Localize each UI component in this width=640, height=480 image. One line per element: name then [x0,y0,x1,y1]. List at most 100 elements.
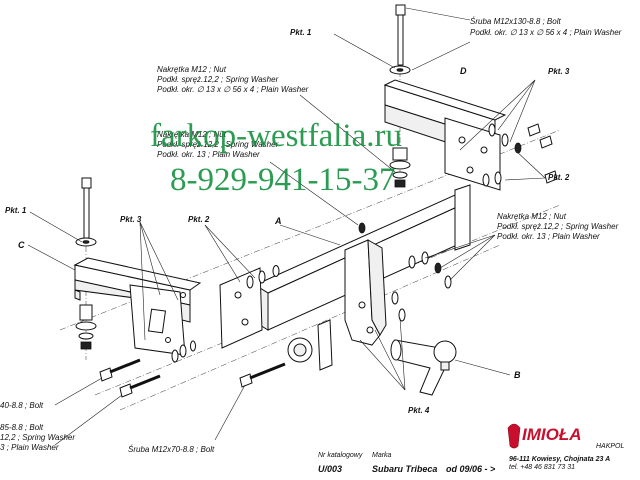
leader-line [509,79,536,143]
catalog-number: U/003 [318,464,342,474]
tow-ball-end [390,339,402,361]
leader-line [514,149,546,179]
spec-bolt-bottom: Śruba M12x70-8.8 ; Bolt [128,445,215,454]
socket-center [293,343,307,357]
spec-nut-upper-line3: Podkł. okr. ∅ 13 x ∅ 56 x 4 ; Plain Wash… [157,85,309,94]
bracket-d-plate [444,117,501,191]
crossbar-right-plate [454,184,471,251]
fasteners-upper-axis [246,123,558,322]
crossbar-a [219,184,471,349]
washer [171,349,179,363]
bracket-c-hole [180,292,186,298]
washer [501,133,509,147]
bolt-head [119,383,133,398]
bracket-c-edge [73,257,202,291]
callout-pkt2-right: Pkt. 2 [548,173,570,182]
spec-bolt-left-2-line3: 3 ; Plain Washer [0,443,59,452]
bracket-c-slot [147,308,167,334]
leader-line [399,317,406,391]
washer [398,308,406,322]
leader-line [269,161,359,226]
part-letter-d: D [460,66,467,76]
spec-bolt-left-2-line1: 85-8.8 ; Bolt [0,423,44,432]
tow-ball-b [390,339,457,396]
spec-nut-upper-line1: Nakrętka M12 ; Nut [157,65,227,74]
washer-hole [396,68,404,72]
leader-line [214,384,246,441]
callout-pkt3-right: Pkt. 3 [548,67,570,76]
leader-line [497,79,536,131]
spec-bolt-left-1: 40-8.8 ; Bolt [0,401,44,410]
leader-line [139,221,161,296]
bolt-head [527,123,541,137]
callout-pkt4: Pkt. 4 [408,406,430,415]
leader-lines [27,7,546,446]
bracket-c-tab [74,289,81,301]
leader-line [459,79,536,151]
callout-pkt1-top: Pkt. 1 [290,28,312,37]
leader-line [139,221,179,301]
leader-line [359,339,406,391]
spacer-sleeve [392,147,408,161]
nut [394,179,406,188]
make-label: Marka [372,452,392,459]
spring-washer [78,332,94,340]
drop-bracket-hole [358,301,366,309]
socket-plate [317,319,333,371]
brand-phone: tel. +48 46 831 73 31 [509,464,575,471]
leader-line [333,33,396,69]
bracket-d-edge [383,79,507,121]
nut [190,340,196,352]
drop-bracket-side [367,239,387,337]
washer [246,275,254,289]
leader-line [374,329,406,391]
leader-line [54,377,103,406]
washer [272,265,280,277]
washer [482,173,490,187]
nut [434,262,442,274]
bolt-head [544,170,558,184]
spec-nut-right-line3: Podkł. okr. 13 ; Plain Washer [497,232,600,241]
nut [80,341,92,350]
tow-ball [433,340,457,364]
bolt-shank [397,14,404,66]
leader-line [27,244,76,271]
watermark-phone: 8-929-941-15-37 [170,162,395,198]
spec-bolt-top-line1: Śruba M12x130-8.8 ; Bolt [470,17,561,26]
date-range: od 09/06 - > [446,464,496,474]
bolt-head [239,373,253,388]
spec-bolt-left-2-line2: 12,2 ; Spring Washer [0,433,75,442]
bolt-shank [249,362,286,380]
horizontal-bolts-left [99,340,286,398]
washer [391,291,399,305]
vertical-bolt-top [389,4,411,188]
leader-line [439,234,496,269]
footer: Nr katalogowy U/003 Marka Subaru Tribeca… [318,452,496,474]
catalog-label: Nr katalogowy [318,452,363,459]
bolt-head [81,177,92,189]
washer [258,270,266,284]
leader-line [504,177,546,181]
bracket-c-hole [165,337,171,343]
leader-line [54,394,123,446]
spacer-sleeve [79,304,93,321]
spec-nut-mid-line2: Podkł. spręż.12,2 ; Spring Washer [157,140,279,149]
spec-nut-right-line2: Podkł. spręż.12,2 ; Spring Washer [497,222,619,231]
spec-nut-mid-line1: Nakrętka M12 ; Nut [157,130,227,139]
axis-line [94,204,561,396]
bolt-shank [83,187,90,239]
washer [389,160,411,170]
leader-line [405,7,471,21]
spec-nut-mid-line3: Podkł. okr. 13 ; Plain Washer [157,150,260,159]
leader-line [454,359,511,376]
bracket-d-hole [466,166,474,174]
nut [358,222,366,234]
washer [408,255,416,269]
bracket-d-hole [458,136,466,144]
callout-pkt3-left: Pkt. 3 [120,215,142,224]
leader-line [204,224,256,279]
brand-sub: HAKPOL [596,443,625,450]
leader-line [29,211,83,243]
bracket-d [383,79,507,191]
